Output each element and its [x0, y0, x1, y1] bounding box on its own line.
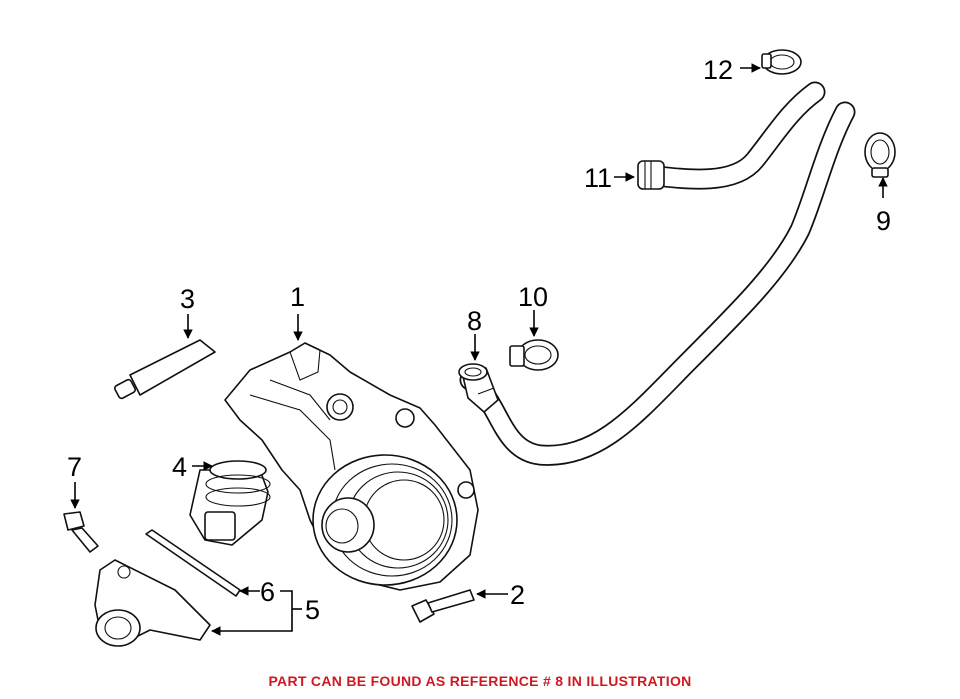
callout-11: 11: [584, 163, 612, 193]
callout-6: 6: [260, 577, 275, 607]
sealant-tube-3: [114, 339, 216, 400]
callout-7: 7: [67, 452, 82, 482]
callout-8: 8: [467, 306, 482, 336]
callout-3: 3: [180, 284, 195, 314]
callout-2: 2: [510, 580, 525, 610]
hose-clamp-10: [509, 339, 559, 371]
hose-clamp-12: [761, 49, 802, 75]
bolt-7: [63, 511, 99, 553]
callout-4: 4: [172, 452, 187, 482]
thermostat-housing-5: [94, 559, 211, 647]
callout-1: 1: [290, 282, 305, 312]
thermostat-4: [189, 460, 271, 546]
water-pump-1: [224, 342, 479, 591]
callout-10: 10: [518, 282, 548, 312]
coolant-hose-upper: [637, 81, 826, 190]
bolt-2: [411, 589, 475, 623]
callout-5: 5: [305, 595, 320, 625]
callout-12: 12: [703, 55, 733, 85]
hose-clamp-9: [864, 132, 896, 178]
callout-9: 9: [876, 206, 891, 236]
hose-connector-8: [458, 363, 499, 413]
coolant-hose-long: [459, 101, 856, 466]
leader-lines: [70, 63, 888, 636]
footer-note: PART CAN BE FOUND AS REFERENCE # 8 IN IL…: [268, 673, 692, 689]
